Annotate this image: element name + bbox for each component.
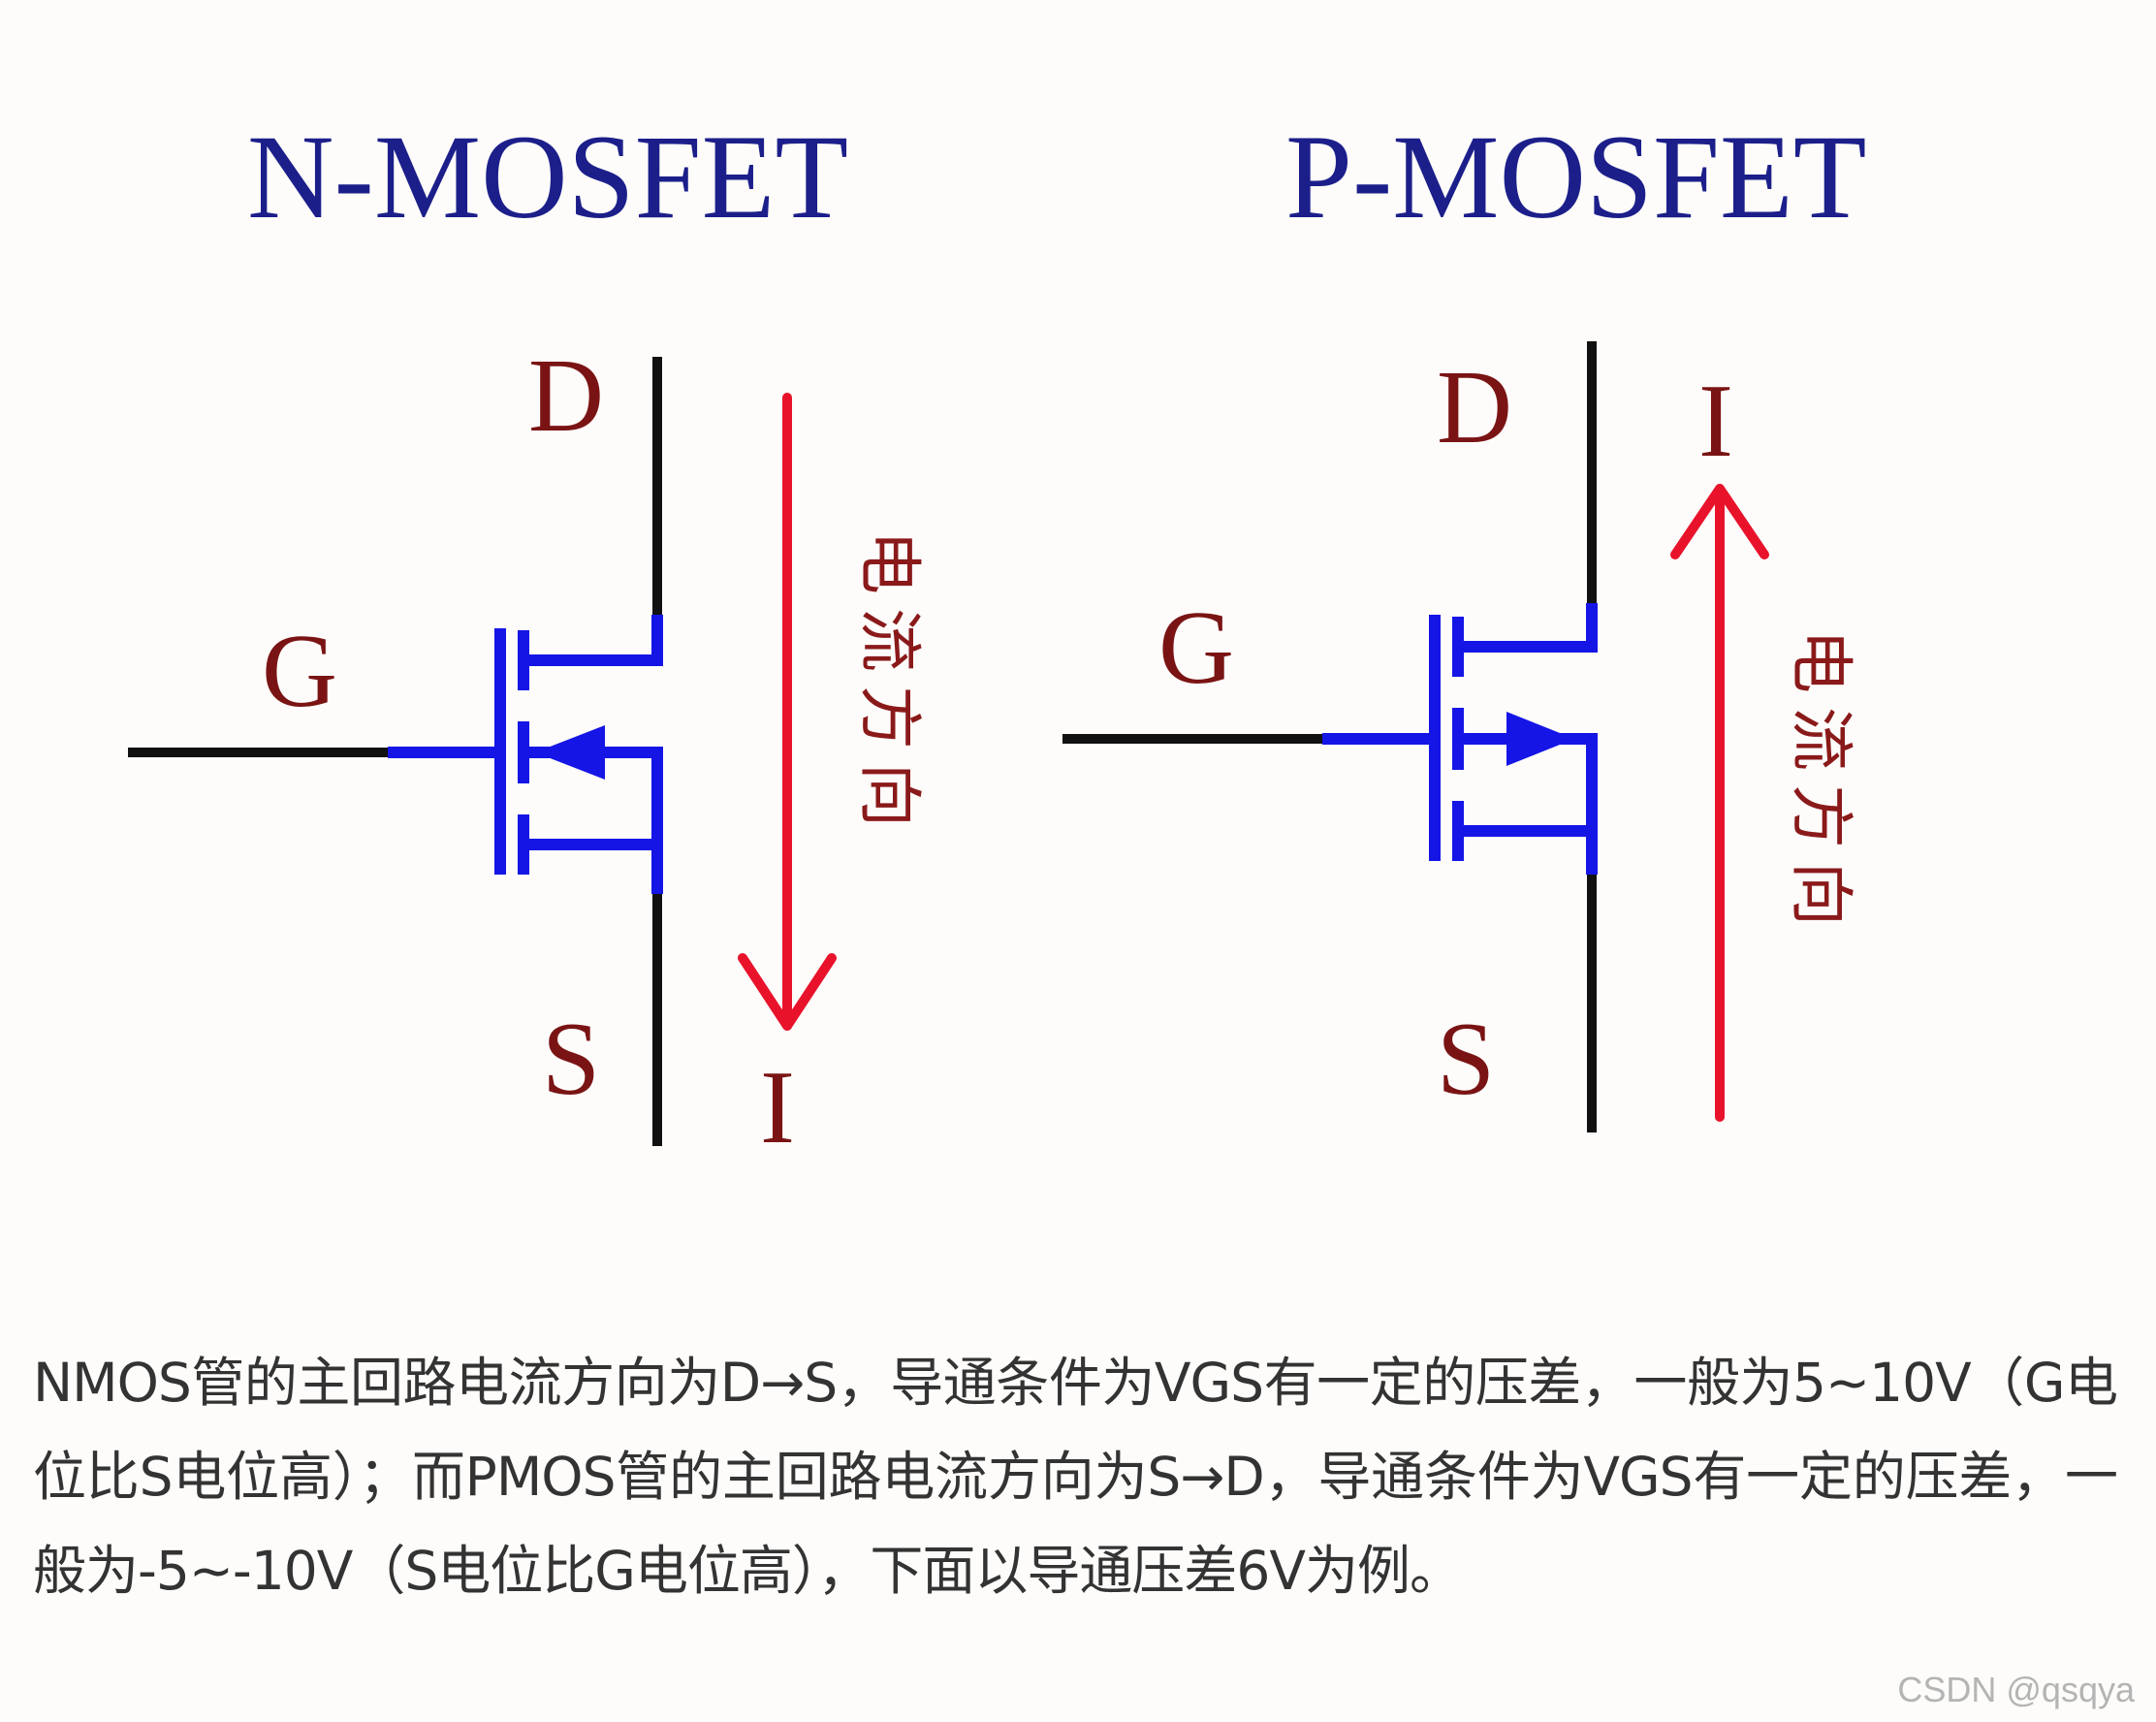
nmos-source-label: S [542, 1002, 600, 1117]
nmos-gate-label: G [262, 614, 337, 729]
svg-text:流: 流 [1784, 707, 1858, 771]
nmos-title: N-MOSFET [247, 111, 849, 243]
svg-text:向: 向 [1784, 862, 1858, 926]
nmos-current-arrowhead [738, 953, 837, 1031]
nmos-body [388, 615, 663, 894]
svg-text:方: 方 [1784, 784, 1858, 848]
nmos-drain-label: D [528, 338, 604, 454]
pmos-source-label: S [1437, 1002, 1495, 1117]
nmos-symbol: D G S I 电 流 方 向 [128, 338, 927, 1165]
pmos-title: P-MOSFET [1285, 111, 1867, 243]
nmos-current-direction-text: 电 流 方 向 [852, 530, 927, 827]
nmos-body-arrow [535, 725, 605, 780]
svg-text:电: 电 [852, 530, 927, 594]
pmos-gate-label: G [1158, 590, 1234, 706]
svg-text:流: 流 [852, 608, 927, 672]
pmos-body [1322, 603, 1598, 875]
watermark: CSDN @qsqya [1897, 1670, 2135, 1709]
pmos-current-arrowhead [1670, 484, 1769, 559]
nmos-current-label: I [760, 1050, 795, 1165]
svg-text:方: 方 [852, 686, 927, 749]
svg-text:电: 电 [1784, 629, 1858, 693]
pmos-current-label: I [1698, 364, 1733, 479]
pmos-current-direction-text: 电 流 方 向 [1784, 629, 1858, 926]
pmos-symbol: D G S I 电 流 方 向 [1062, 341, 1858, 1132]
pmos-drain-label: D [1437, 350, 1512, 465]
svg-text:向: 向 [852, 763, 927, 827]
circuit-drawing: D G S I 电 流 方 向 [128, 338, 1858, 1165]
pmos-body-arrow [1506, 712, 1574, 766]
caption-paragraph: NMOS管的主回路电流方向为D→S，导通条件为VGS有一定的压差，一般为5~10… [33, 1352, 2118, 1602]
